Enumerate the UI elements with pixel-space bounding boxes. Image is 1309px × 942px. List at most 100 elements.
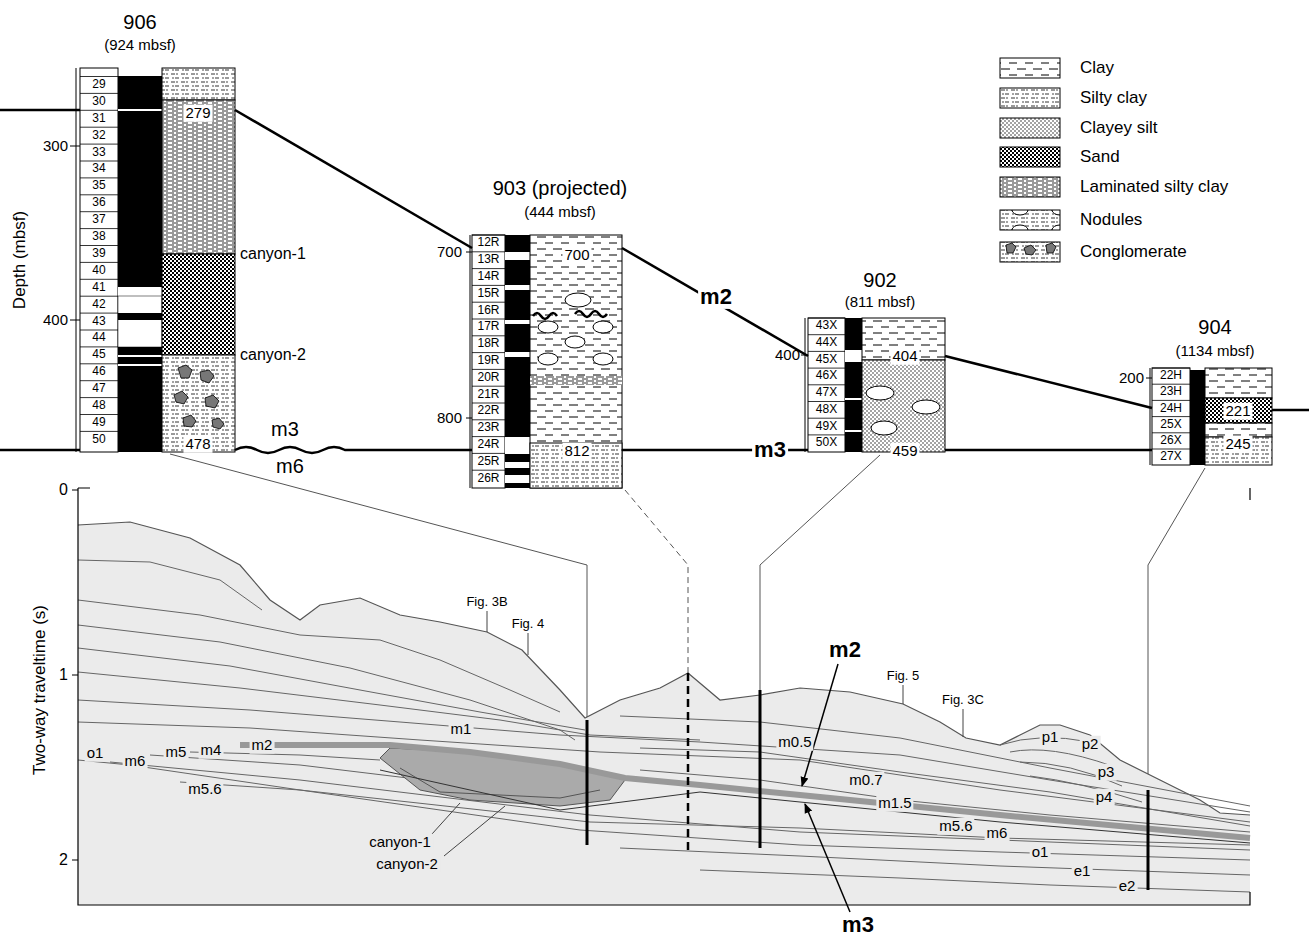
reflector-name: m5.6 [186, 781, 223, 798]
core-number: 24H [1160, 402, 1182, 415]
reflector-name: o1 [1030, 844, 1051, 861]
figure-ref: Fig. 3C [940, 693, 986, 707]
core-number: 37 [92, 214, 105, 227]
depth-marker: 700 [562, 247, 591, 264]
legend-text: Laminated silty clay [1080, 178, 1228, 197]
core-row-line [80, 414, 118, 415]
correlation-line [235, 110, 472, 248]
core-number: 33 [92, 146, 105, 159]
core-number: 12R [477, 237, 499, 250]
reflector-name: p4 [1094, 789, 1115, 806]
core-number: 25R [477, 455, 499, 468]
core-number: 19R [477, 354, 499, 367]
horizon-name: m2 [827, 638, 863, 662]
reflector-name: m5.6 [937, 818, 974, 835]
reflector-name: p1 [1040, 729, 1061, 746]
legend-text: Clay [1080, 59, 1114, 78]
axis-title: Two-way traveltime (s) [31, 605, 50, 775]
correlation-line [945, 356, 1152, 408]
axis-title: Depth (mbsf) [11, 211, 30, 309]
core-number: 22H [1160, 370, 1182, 383]
reflector-name: e1 [1072, 863, 1093, 880]
depth-value: 700 [437, 244, 462, 261]
well-line [587, 673, 1148, 890]
core-row-line [80, 194, 118, 195]
horizon-name: m3 [840, 913, 876, 937]
axis-value: 2 [59, 851, 68, 869]
well-column-906 [80, 68, 235, 452]
core-row-line [472, 235, 505, 236]
core-row-line [80, 279, 118, 280]
core-number: 47 [92, 383, 105, 396]
reflector-name: m6 [985, 825, 1010, 842]
site-water-depth: (811 mbsf) [845, 294, 916, 311]
core-number: 23H [1160, 386, 1182, 399]
legend-swatch [1000, 58, 1060, 78]
reflector-name: m1 [449, 721, 474, 738]
depth-value: 400 [775, 347, 800, 364]
reflector-name: m6 [123, 753, 148, 770]
core-row-line [80, 431, 118, 432]
depth-marker: 478 [183, 436, 212, 453]
core-number: 49X [816, 420, 837, 433]
well-column-904 [1152, 368, 1272, 465]
axis-value: 0 [59, 481, 68, 499]
core-row-line [472, 403, 505, 404]
core-row-line [808, 434, 845, 435]
legend-text: Nodules [1080, 211, 1142, 230]
core-number: 29 [92, 78, 105, 91]
core-row-line [80, 245, 118, 246]
site-water-depth: (1134 mbsf) [1176, 343, 1255, 360]
core-row-line [80, 228, 118, 229]
reflector-name: m0.7 [847, 772, 884, 789]
depth-axis [70, 68, 1152, 488]
horizon-name: m6 [276, 455, 304, 477]
horizon-name: m3 [752, 438, 788, 462]
core-row-line [80, 330, 118, 331]
horizon-name: m3 [271, 418, 299, 440]
core-row-line [80, 76, 118, 77]
core-row-line [80, 296, 118, 297]
core-row-line [80, 397, 118, 398]
core-row-line [80, 363, 118, 364]
correlation-line [622, 248, 808, 356]
site-number: 904 [1198, 316, 1231, 338]
core-row-line [80, 211, 118, 212]
core-row-line [80, 177, 118, 178]
core-number: 26X [1160, 434, 1181, 447]
core-number: 31 [92, 112, 105, 125]
seismic-frame [72, 488, 1250, 905]
core-number: 32 [92, 129, 105, 142]
well-column-902 [808, 318, 945, 452]
core-number: 22R [477, 405, 499, 418]
reflector-name: m4 [199, 742, 224, 759]
depth-marker: 404 [890, 348, 919, 365]
core-number: 14R [477, 270, 499, 283]
core-number: 18R [477, 338, 499, 351]
core-row-line [808, 401, 845, 402]
core-number: 17R [477, 321, 499, 334]
core-row-line [80, 313, 118, 314]
core-row-line [472, 386, 505, 387]
horizon-stub [0, 110, 1309, 450]
core-number: 42 [92, 298, 105, 311]
depth-marker: 221 [1223, 403, 1252, 420]
core-number: 50 [92, 433, 105, 446]
core-row-line [472, 251, 505, 252]
depth-value: 300 [43, 138, 68, 155]
reflector-name: m5 [164, 744, 189, 761]
core-row-line [472, 453, 505, 454]
core-row-line [80, 144, 118, 145]
core-number: 15R [477, 287, 499, 300]
correlation-line [945, 449, 1152, 452]
unit-name: canyon-2 [240, 346, 306, 364]
core-row-line [1152, 400, 1190, 401]
core-number: 21R [477, 388, 499, 401]
core-number: 46 [92, 366, 105, 379]
core-row-line [1152, 368, 1190, 369]
core-number: 30 [92, 95, 105, 108]
core-row-line [1152, 416, 1190, 417]
core-row-line [80, 262, 118, 263]
core-number: 36 [92, 197, 105, 210]
